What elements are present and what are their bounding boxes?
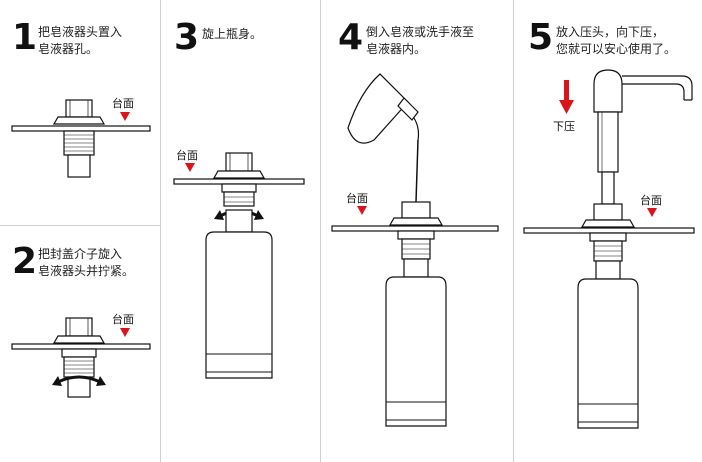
step-1-illustration [11,99,151,178]
press-arrow-icon [564,80,569,102]
panel-divider [513,0,514,462]
down-arrow-icon [185,163,195,172]
step-number: 4 [338,17,364,58]
press-label: 下压 [553,120,575,133]
step-instruction: 旋上瓶身。 [202,27,263,41]
step-2-illustration [11,317,151,398]
countertop-label: 台面 [176,149,198,162]
step-instruction: 把封盖介子旋入 皂液器头并拧紧。 [38,247,135,278]
step-3-illustration [173,152,305,379]
step-instruction: 倒入皂液或洗手液至 皂液器内。 [366,25,475,56]
step-instruction: 把皂液器头置入 皂液器孔。 [38,25,123,56]
soap-bottle [347,73,409,144]
down-arrow-icon [647,208,657,217]
step-4-illustration [331,73,499,427]
step-number: 5 [528,17,554,58]
step-number: 2 [12,241,38,282]
countertop-label: 台面 [640,194,662,207]
down-arrow-icon [120,328,130,337]
panel-divider [0,225,160,226]
step-instruction: 放入压头，向下压， 您就可以安心使用了。 [556,25,677,56]
countertop-label: 台面 [346,192,368,205]
step-number: 1 [12,17,38,58]
down-arrow-icon [357,206,367,215]
countertop-label: 台面 [112,313,134,326]
down-arrow-icon [120,112,130,121]
countertop-label: 台面 [112,97,134,110]
rotate-arrow-icon [57,375,101,384]
panel-divider [320,0,321,462]
step-number: 3 [174,17,200,58]
panel-divider [160,0,161,462]
